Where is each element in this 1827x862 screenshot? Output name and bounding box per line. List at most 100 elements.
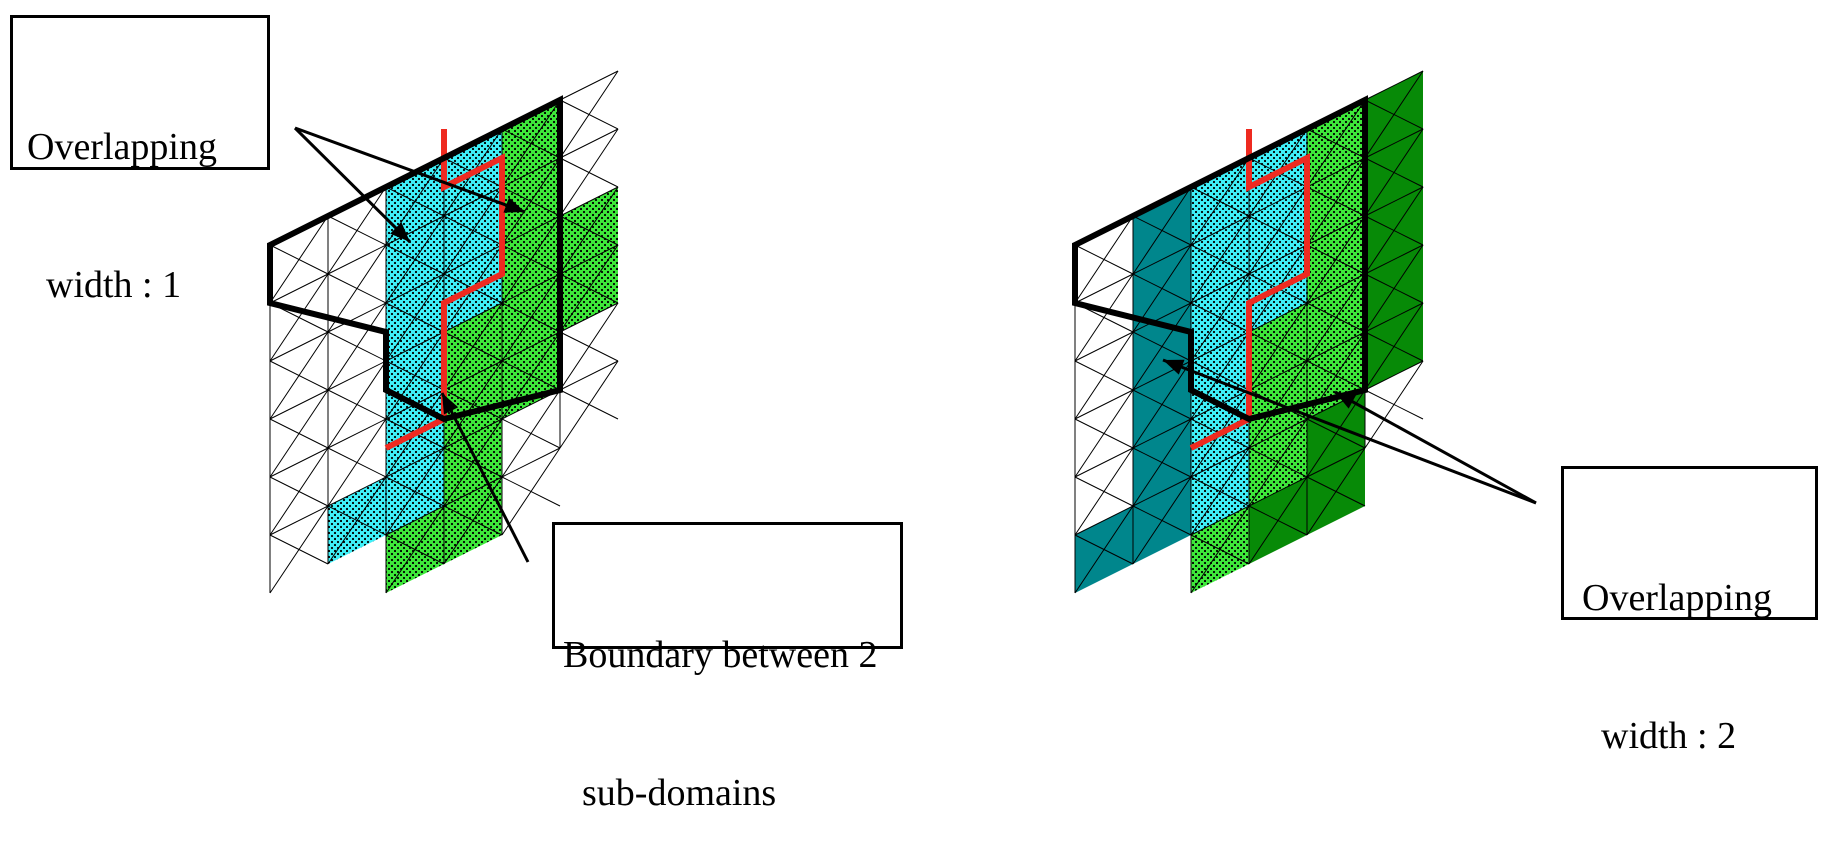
mesh-edge [1074, 273, 1134, 304]
mesh-edge [1306, 244, 1366, 275]
mesh-edge [1132, 331, 1192, 362]
mesh-edge [1190, 331, 1250, 362]
label-boundary-between-subdomains: Boundary between 2 sub-domains [552, 522, 903, 814]
mesh-edge [501, 215, 561, 246]
mesh-edge [1074, 476, 1134, 507]
callout-arrow-line [1162, 358, 1537, 505]
mesh-edge [385, 447, 445, 478]
mesh-edge [559, 99, 619, 130]
mesh-edge [1190, 447, 1250, 478]
arrowhead [503, 197, 525, 213]
callout-arrows [293, 126, 1537, 563]
callout-arrow-line [1334, 390, 1537, 505]
mesh-edge [1306, 476, 1366, 507]
mesh-edge [269, 505, 329, 536]
mesh-edge [1364, 128, 1424, 159]
mesh-edge [1248, 186, 1308, 217]
mesh-edge [1364, 360, 1424, 391]
mesh-edge [443, 331, 503, 362]
label-line: sub-domains [563, 772, 777, 814]
mesh-edge [1190, 273, 1250, 304]
mesh-edge [501, 302, 561, 333]
mesh-edge [1248, 302, 1308, 333]
label-line: width : 2 [1582, 715, 1737, 757]
mesh-edge [1364, 331, 1424, 362]
mesh-edge [327, 476, 387, 507]
mesh-edge [501, 447, 561, 478]
mesh-edge [1190, 534, 1250, 565]
mesh-edge [559, 302, 619, 333]
mesh-edge [385, 302, 445, 333]
callout-arrow-line [440, 392, 530, 563]
mesh-edge [385, 476, 445, 507]
mesh-edge [1306, 447, 1366, 478]
mesh-edge [1306, 418, 1366, 449]
mesh-edge [1364, 157, 1424, 188]
mesh-edge [269, 534, 329, 565]
mesh-edge [443, 302, 503, 333]
mesh-edge [1132, 447, 1192, 478]
mesh-edge [501, 418, 561, 449]
mesh-edge [1074, 389, 1134, 420]
mesh-edge [501, 128, 561, 159]
mesh-edge [1248, 476, 1308, 507]
callout-arrow-line [294, 126, 526, 214]
mesh-edge [1306, 273, 1366, 304]
mesh-edge [1306, 186, 1366, 217]
mesh-edge [443, 389, 503, 420]
mesh-edge [385, 360, 445, 391]
mesh-edge [269, 476, 329, 507]
label-overlapping-width-2: Overlapping width : 2 [1561, 466, 1818, 757]
mesh-edge [269, 360, 329, 391]
mesh-edge [385, 244, 445, 275]
mesh-edge [1132, 389, 1192, 420]
label-line: Overlapping [27, 126, 217, 168]
mesh-edge [327, 505, 387, 536]
mesh-edge [1248, 418, 1308, 449]
mesh-edge [1074, 331, 1134, 362]
mesh-edge [1132, 244, 1192, 275]
mesh-edge [1306, 302, 1366, 333]
mesh-edge [559, 70, 619, 101]
label-line: width : 1 [27, 264, 182, 306]
mesh-edge [1190, 505, 1250, 536]
mesh-edge [501, 186, 561, 217]
mesh-diagram [267, 70, 1537, 594]
mesh-edge [443, 360, 503, 391]
mesh-edge [1364, 70, 1424, 101]
mesh-edge [1248, 360, 1308, 391]
mesh-edge [559, 157, 619, 188]
mesh-edge [1074, 534, 1134, 565]
mesh-edge [559, 244, 619, 275]
mesh-edge [1132, 215, 1192, 246]
domain-outline [267, 95, 563, 423]
mesh-edge [385, 273, 445, 304]
mesh-edge [1306, 360, 1366, 391]
mesh-edge [1190, 244, 1250, 275]
mesh-edge [1074, 418, 1134, 449]
mesh-edge [1190, 360, 1250, 391]
mesh-edge [1248, 331, 1308, 362]
mesh-overlap-width-2 [1072, 70, 1424, 594]
mesh-edge [327, 215, 387, 246]
mesh-edge [1190, 215, 1250, 246]
mesh-edge [1306, 331, 1366, 362]
mesh-edge [559, 331, 619, 362]
mesh-edge [559, 360, 619, 391]
mesh-edge [327, 302, 387, 333]
mesh-edge [501, 331, 561, 362]
mesh-edge [443, 447, 503, 478]
mesh-edge [1132, 273, 1192, 304]
label-line: Boundary between 2 [563, 634, 878, 676]
mesh-edge [327, 447, 387, 478]
mesh-edge [269, 273, 329, 304]
mesh-edge [1074, 447, 1134, 478]
arrowhead [1335, 392, 1357, 409]
mesh-edge [559, 186, 619, 217]
mesh-edge [327, 273, 387, 304]
mesh-edge [269, 244, 329, 275]
arrowhead [442, 393, 459, 415]
mesh-edge [1132, 302, 1192, 333]
mesh-edge [1132, 505, 1192, 536]
label-overlapping-width-1: Overlapping width : 1 [10, 15, 270, 306]
